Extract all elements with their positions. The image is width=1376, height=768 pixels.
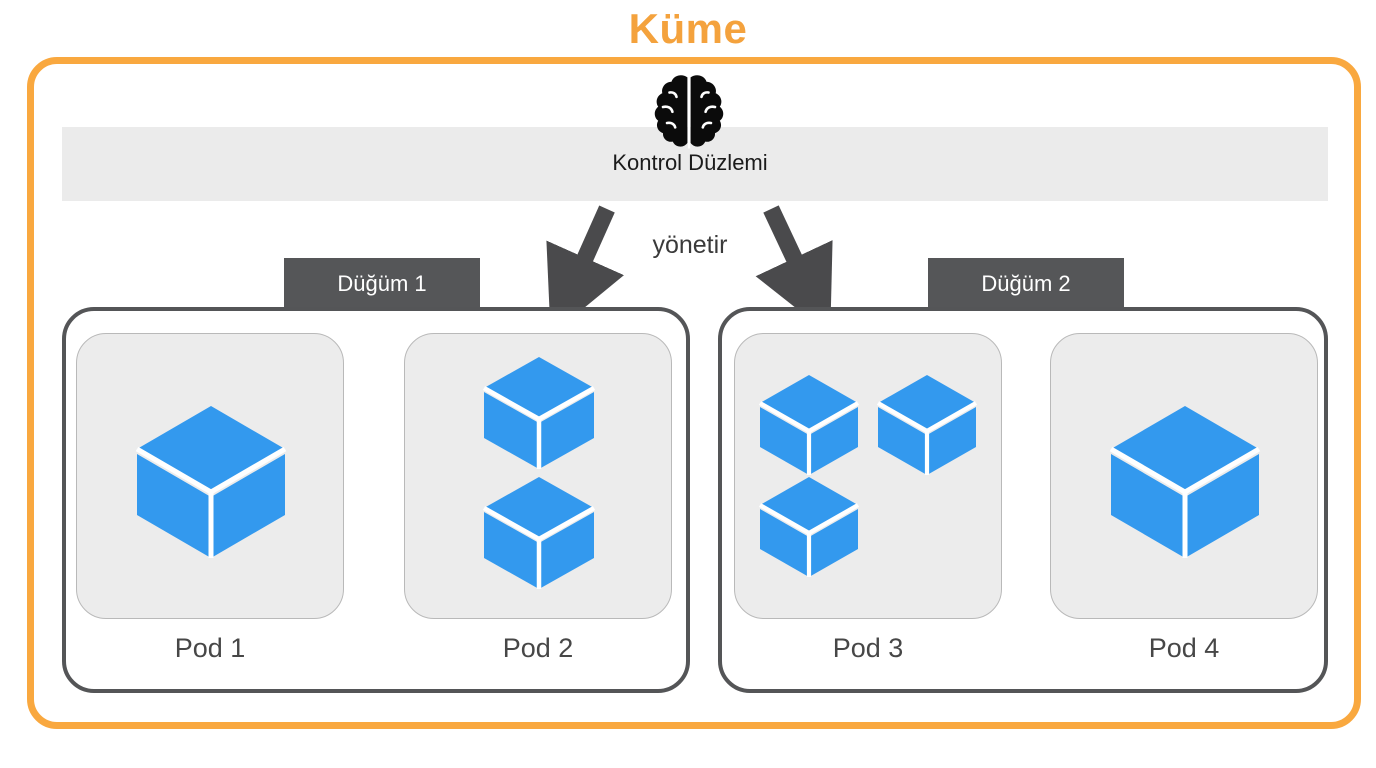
cluster-boundary — [27, 57, 1361, 729]
manages-label: yönetir — [652, 231, 728, 259]
pod-1: Pod 1 — [76, 333, 344, 663]
node-tab-label-1: Düğüm 1 — [284, 258, 480, 310]
brain-icon — [643, 74, 735, 150]
container-cube-icon — [757, 474, 861, 585]
pod-2: Pod 2 — [404, 333, 672, 663]
container-cube-icon — [132, 402, 290, 567]
pod-label: Pod 4 — [1148, 633, 1220, 663]
pod-panel — [734, 333, 1002, 619]
pod-panel — [76, 333, 344, 619]
pod-panel — [1050, 333, 1318, 619]
pod-label: Pod 1 — [174, 633, 246, 663]
container-cube-icon — [481, 354, 597, 477]
container-cube-icon — [1106, 402, 1264, 567]
node-tab-label-2: Düğüm 2 — [928, 258, 1124, 310]
pod-label: Pod 2 — [502, 633, 574, 663]
pod-3: Pod 3 — [734, 333, 1002, 663]
page-title: Küme — [628, 5, 748, 52]
container-cube-icon — [875, 372, 979, 483]
container-cube-icon — [481, 474, 597, 597]
pod-label: Pod 3 — [832, 633, 904, 663]
pod-4: Pod 4 — [1050, 333, 1318, 663]
pod-panel — [404, 333, 672, 619]
control-plane-label: Kontrol Düzlemi — [612, 150, 768, 175]
container-cube-icon — [757, 372, 861, 483]
